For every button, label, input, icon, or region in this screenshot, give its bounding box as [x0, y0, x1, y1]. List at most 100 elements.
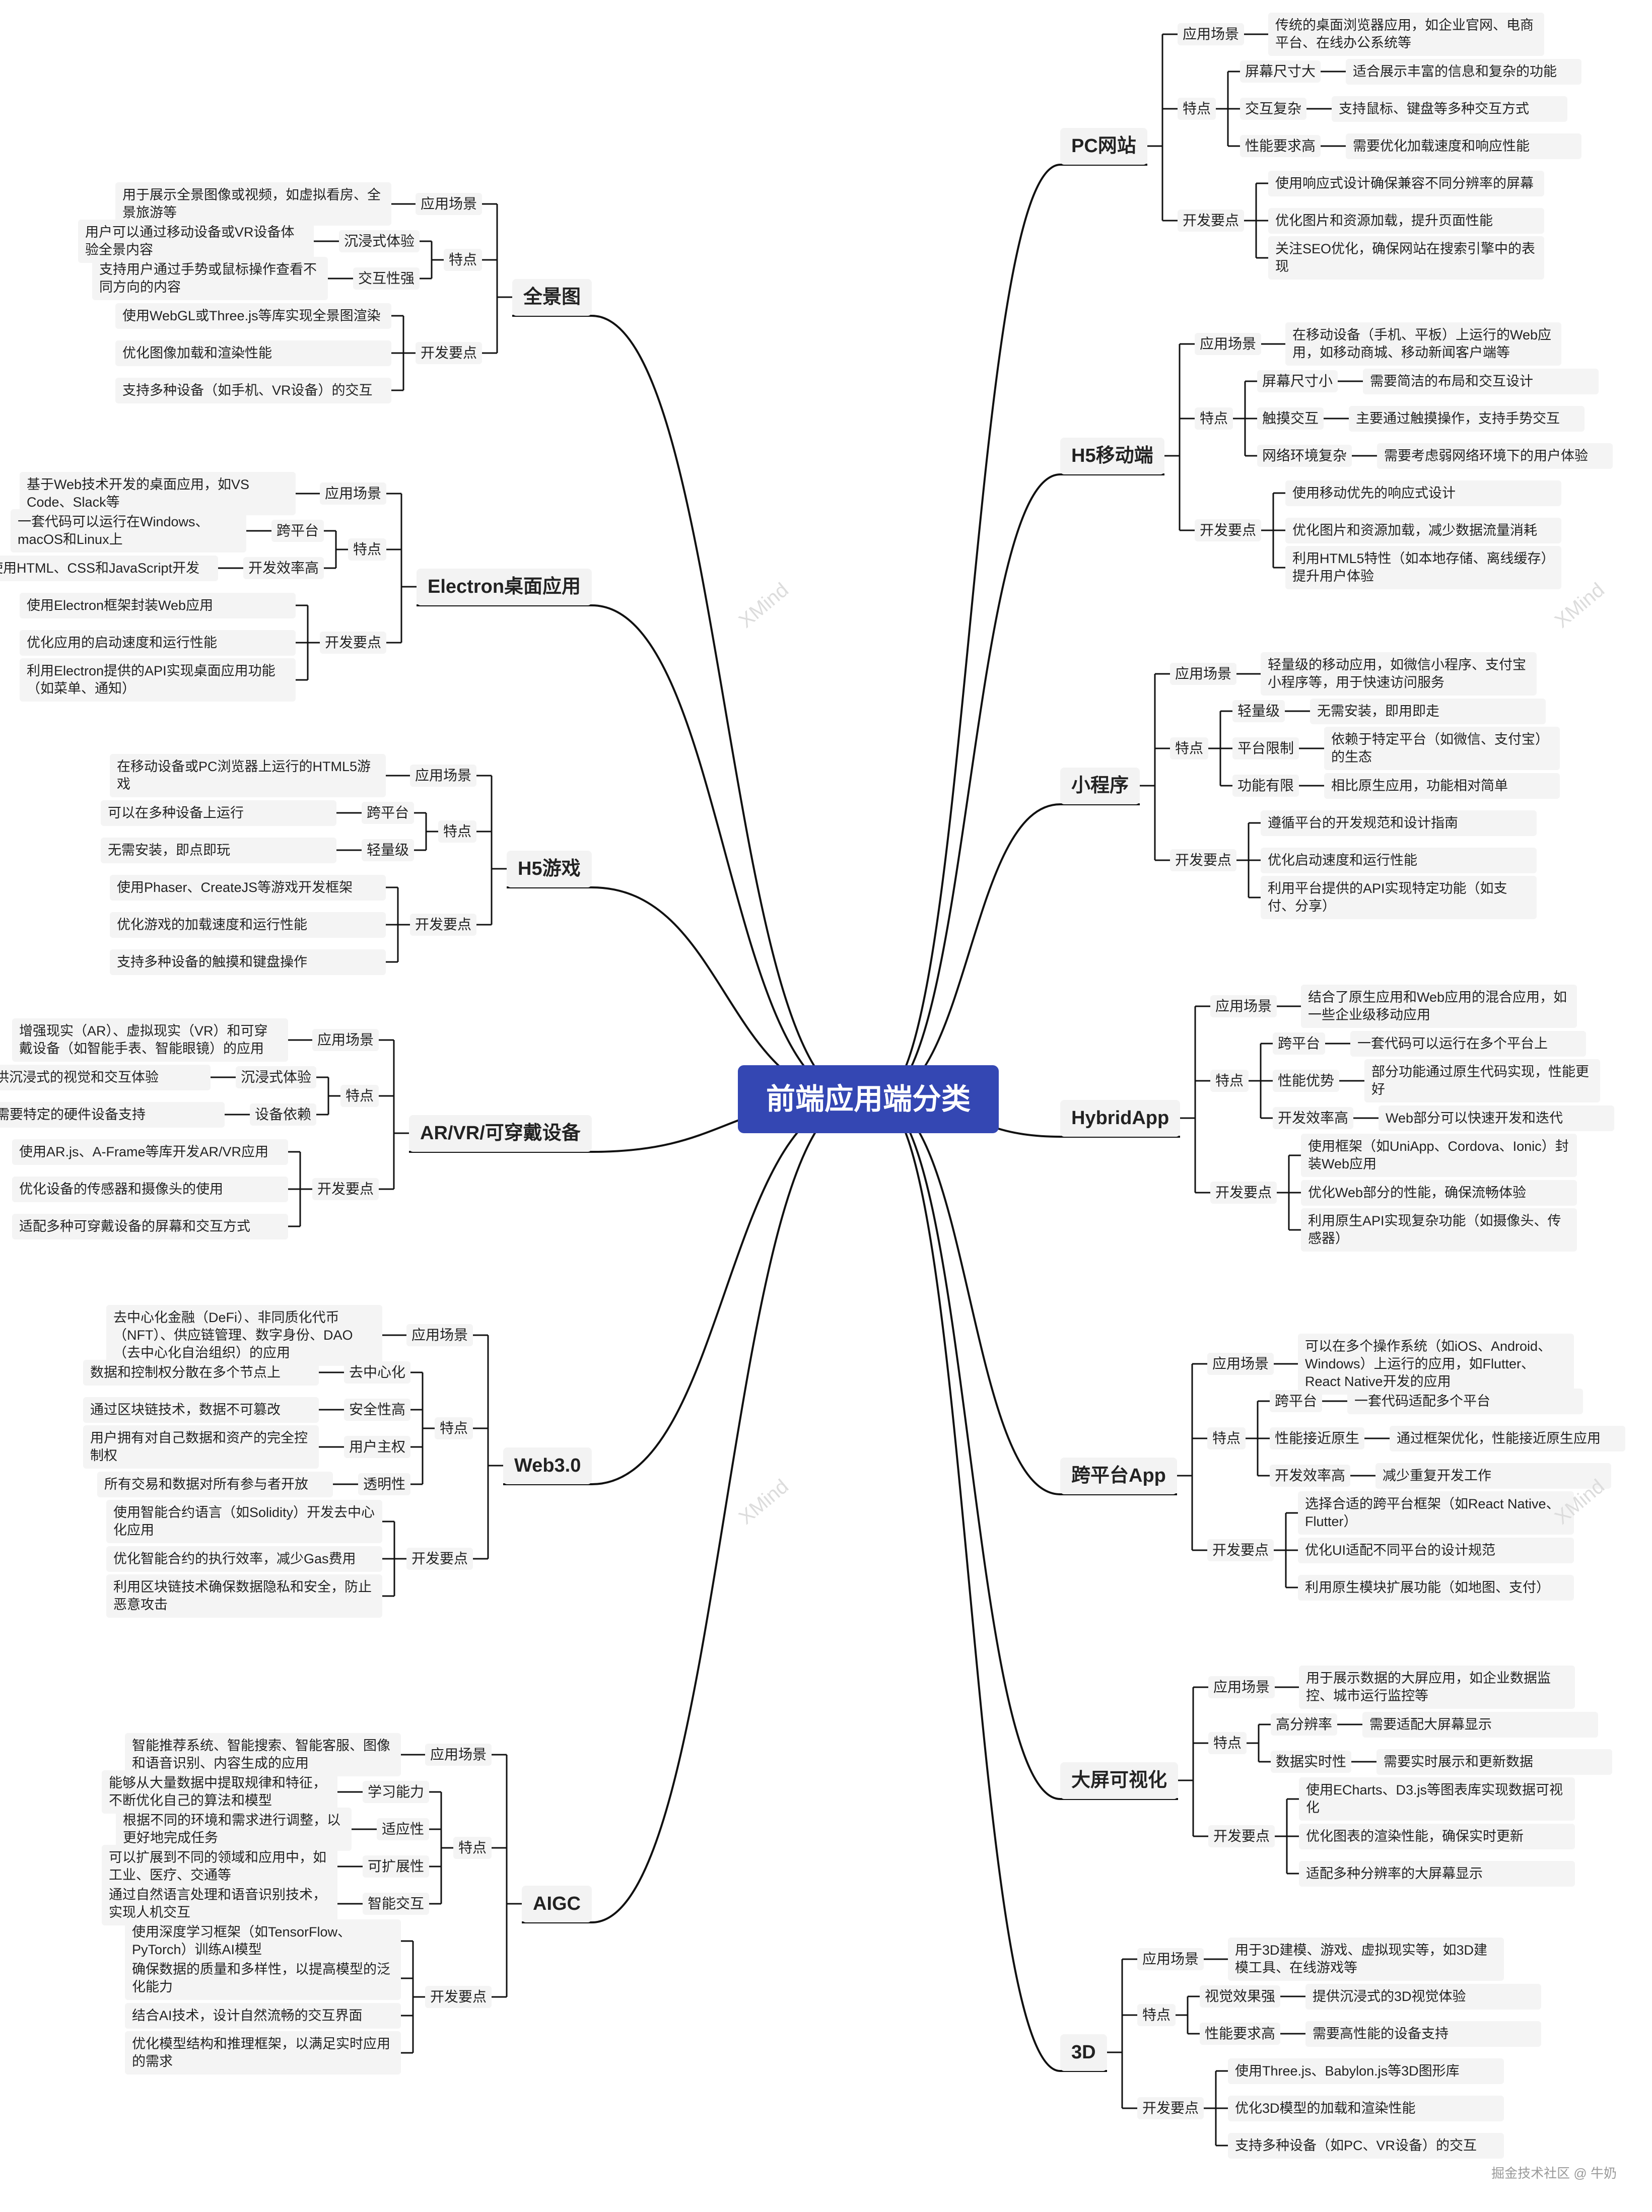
- group-label[interactable]: 开发要点: [1137, 2097, 1204, 2120]
- leaf-topic[interactable]: 使用ECharts、D3.js等图表库实现数据可视化: [1299, 1777, 1575, 1821]
- leaf-topic[interactable]: 利用原生API实现复杂功能（如摄像头、传感器）: [1301, 1208, 1577, 1252]
- leaf-topic[interactable]: 优化智能合约的执行效率，减少Gas费用: [106, 1546, 382, 1572]
- leaf-topic[interactable]: 使用框架（如UniApp、Cordova、Ionic）封装Web应用: [1301, 1134, 1577, 1178]
- leaf-topic[interactable]: 结合AI技术，设计自然流畅的交互界面: [125, 2002, 401, 2029]
- leaf-topic[interactable]: 用户拥有对自己数据和资产的完全控制权: [83, 1425, 319, 1469]
- feature-label[interactable]: 轻量级: [1232, 700, 1285, 723]
- leaf-topic[interactable]: 利用平台提供的API实现特定功能（如支付、分享）: [1261, 876, 1537, 920]
- leaf-topic[interactable]: 提供沉浸式的3D视觉体验: [1305, 1983, 1541, 2010]
- category-node[interactable]: AIGC: [522, 1885, 592, 1922]
- leaf-topic[interactable]: 使用AR.js、A-Frame等库开发AR/VR应用: [12, 1139, 288, 1165]
- group-label[interactable]: 应用场景: [320, 482, 387, 505]
- group-label[interactable]: 开发要点: [416, 342, 483, 365]
- feature-label[interactable]: 高分辨率: [1271, 1713, 1338, 1736]
- leaf-topic[interactable]: 可以扩展到不同的领域和应用中，如工业、医疗、交通等: [102, 1845, 337, 1889]
- leaf-topic[interactable]: 主要通过触摸操作，支持手势交互: [1349, 405, 1585, 432]
- group-label[interactable]: 开发要点: [1208, 1825, 1275, 1848]
- leaf-topic[interactable]: 去中心化金融（DeFi）、非同质化代币（NFT）、供应链管理、数字身份、DAO（…: [106, 1304, 382, 1366]
- leaf-topic[interactable]: 使用深度学习框架（如TensorFlow、PyTorch）训练AI模型: [125, 1919, 401, 1963]
- group-label[interactable]: 开发要点: [320, 632, 387, 654]
- feature-label[interactable]: 透明性: [358, 1473, 411, 1496]
- group-label[interactable]: 开发要点: [425, 1986, 492, 2009]
- leaf-topic[interactable]: 提供沉浸式的视觉和交互体验: [0, 1064, 211, 1090]
- category-node[interactable]: 大屏可视化: [1060, 1762, 1179, 1799]
- leaf-topic[interactable]: 通过框架优化，性能接近原生应用: [1390, 1425, 1625, 1451]
- leaf-topic[interactable]: 支持多种设备的触摸和键盘操作: [110, 949, 386, 975]
- feature-label[interactable]: 开发效率高: [1270, 1465, 1351, 1487]
- group-label[interactable]: 应用场景: [416, 193, 483, 216]
- group-label[interactable]: 应用场景: [425, 1744, 492, 1766]
- leaf-topic[interactable]: 可以在多种设备上运行: [101, 800, 336, 826]
- leaf-topic[interactable]: 无需安装，即用即走: [1310, 698, 1546, 724]
- leaf-topic[interactable]: 所有交易和数据对所有参与者开放: [97, 1471, 333, 1497]
- leaf-topic[interactable]: 使用HTML、CSS和JavaScript开发: [0, 555, 218, 581]
- feature-label[interactable]: 跨平台: [271, 520, 324, 542]
- leaf-topic[interactable]: 减少重复开发工作: [1375, 1463, 1611, 1489]
- feature-label[interactable]: 去中心化: [344, 1361, 411, 1384]
- feature-label[interactable]: 跨平台: [1270, 1390, 1323, 1413]
- leaf-topic[interactable]: 一套代码适配多个平台: [1347, 1388, 1583, 1414]
- category-node[interactable]: H5移动端: [1060, 437, 1164, 474]
- feature-label[interactable]: 性能接近原生: [1270, 1427, 1365, 1450]
- leaf-topic[interactable]: 部分功能通过原生代码实现，性能更好: [1364, 1059, 1600, 1103]
- feature-label[interactable]: 平台限制: [1232, 737, 1299, 760]
- leaf-topic[interactable]: 相比原生应用，功能相对简单: [1324, 773, 1560, 799]
- leaf-topic[interactable]: 在移动设备（手机、平板）上运行的Web应用，如移动商城、移动新闻客户端等: [1285, 322, 1561, 366]
- feature-label[interactable]: 安全性高: [344, 1399, 411, 1421]
- feature-label[interactable]: 性能要求高: [1200, 2023, 1281, 2045]
- leaf-topic[interactable]: 适配多种分辨率的大屏幕显示: [1299, 1860, 1575, 1887]
- leaf-topic[interactable]: 利用Electron提供的API实现桌面应用功能（如菜单、通知）: [20, 658, 296, 702]
- leaf-topic[interactable]: 通过区块链技术，数据不可篡改: [83, 1397, 319, 1423]
- leaf-topic[interactable]: 能够从大量数据中提取规律和特征，不断优化自己的算法和模型: [102, 1770, 337, 1814]
- leaf-topic[interactable]: 适配多种可穿戴设备的屏幕和交互方式: [12, 1213, 288, 1239]
- leaf-topic[interactable]: 需要简洁的布局和交互设计: [1363, 368, 1599, 394]
- feature-label[interactable]: 性能要求高: [1240, 135, 1321, 158]
- leaf-topic[interactable]: 用于展示全景图像或视频，如虚拟看房、全景旅游等: [115, 182, 391, 226]
- leaf-topic[interactable]: 关注SEO优化，确保网站在搜索引擎中的表现: [1268, 236, 1544, 280]
- feature-label[interactable]: 开发效率高: [1273, 1107, 1354, 1130]
- leaf-topic[interactable]: 智能推荐系统、智能搜索、智能客服、图像和语音识别、内容生成的应用: [125, 1733, 401, 1777]
- feature-label[interactable]: 功能有限: [1232, 775, 1299, 797]
- category-node[interactable]: Web3.0: [503, 1447, 592, 1484]
- feature-label[interactable]: 数据实时性: [1271, 1751, 1352, 1773]
- leaf-topic[interactable]: 支持多种设备（如PC、VR设备）的交互: [1228, 2132, 1504, 2159]
- group-label[interactable]: 开发要点: [312, 1178, 379, 1201]
- root-topic[interactable]: 前端应用端分类: [738, 1065, 999, 1134]
- feature-label[interactable]: 轻量级: [362, 839, 415, 862]
- feature-label[interactable]: 网络环境复杂: [1257, 445, 1352, 467]
- leaf-topic[interactable]: 使用移动优先的响应式设计: [1285, 480, 1561, 506]
- leaf-topic[interactable]: 使用智能合约语言（如Solidity）开发去中心化应用: [106, 1500, 382, 1544]
- group-label[interactable]: 特点: [1170, 737, 1209, 760]
- leaf-topic[interactable]: 优化图片和资源加载，提升页面性能: [1268, 208, 1544, 234]
- group-label[interactable]: 应用场景: [1208, 1676, 1275, 1699]
- group-label[interactable]: 特点: [453, 1837, 492, 1859]
- group-label[interactable]: 开发要点: [1210, 1182, 1277, 1204]
- leaf-topic[interactable]: 用于3D建模、游戏、虚拟现实等，如3D建模工具、在线游戏等: [1228, 1938, 1504, 1981]
- group-label[interactable]: 应用场景: [1170, 663, 1237, 685]
- leaf-topic[interactable]: 使用Electron框架封装Web应用: [20, 592, 296, 618]
- group-label[interactable]: 开发要点: [1195, 519, 1262, 542]
- group-label[interactable]: 应用场景: [312, 1029, 379, 1052]
- category-node[interactable]: Electron桌面应用: [417, 568, 592, 605]
- leaf-topic[interactable]: 优化3D模型的加载和渲染性能: [1228, 2095, 1504, 2121]
- leaf-topic[interactable]: 用于展示数据的大屏应用，如企业数据监控、城市运行监控等: [1299, 1666, 1575, 1709]
- leaf-topic[interactable]: 使用响应式设计确保兼容不同分辨率的屏幕: [1268, 170, 1544, 196]
- leaf-topic[interactable]: 传统的桌面浏览器应用，如企业官网、电商平台、在线办公系统等: [1268, 13, 1544, 56]
- group-label[interactable]: 特点: [1210, 1070, 1249, 1092]
- leaf-topic[interactable]: 数据和控制权分散在多个节点上: [83, 1359, 319, 1386]
- leaf-topic[interactable]: 可以在多个操作系统（如iOS、Android、Windows）上运行的应用，如F…: [1298, 1333, 1574, 1395]
- leaf-topic[interactable]: 优化应用的启动速度和运行性能: [20, 630, 296, 656]
- group-label[interactable]: 特点: [438, 820, 477, 843]
- leaf-topic[interactable]: 优化UI适配不同平台的设计规范: [1298, 1537, 1574, 1563]
- leaf-topic[interactable]: 轻量级的移动应用，如微信小程序、支付宝小程序等，用于快速访问服务: [1261, 652, 1537, 696]
- group-label[interactable]: 开发要点: [1178, 210, 1245, 232]
- leaf-topic[interactable]: 依赖于特定平台（如微信、支付宝）的生态: [1324, 727, 1560, 771]
- group-label[interactable]: 应用场景: [1137, 1948, 1204, 1971]
- feature-label[interactable]: 屏幕尺寸大: [1240, 60, 1321, 83]
- leaf-topic[interactable]: 利用原生模块扩展功能（如地图、支付）: [1298, 1574, 1574, 1601]
- leaf-topic[interactable]: 需要高性能的设备支持: [1305, 2021, 1541, 2047]
- leaf-topic[interactable]: 使用Phaser、CreateJS等游戏开发框架: [110, 874, 386, 901]
- leaf-topic[interactable]: 一套代码可以运行在Windows、macOS和Linux上: [11, 509, 246, 553]
- leaf-topic[interactable]: 基于Web技术开发的桌面应用，如VS Code、Slack等: [20, 472, 296, 516]
- leaf-topic[interactable]: 需要实时展示和更新数据: [1376, 1749, 1612, 1775]
